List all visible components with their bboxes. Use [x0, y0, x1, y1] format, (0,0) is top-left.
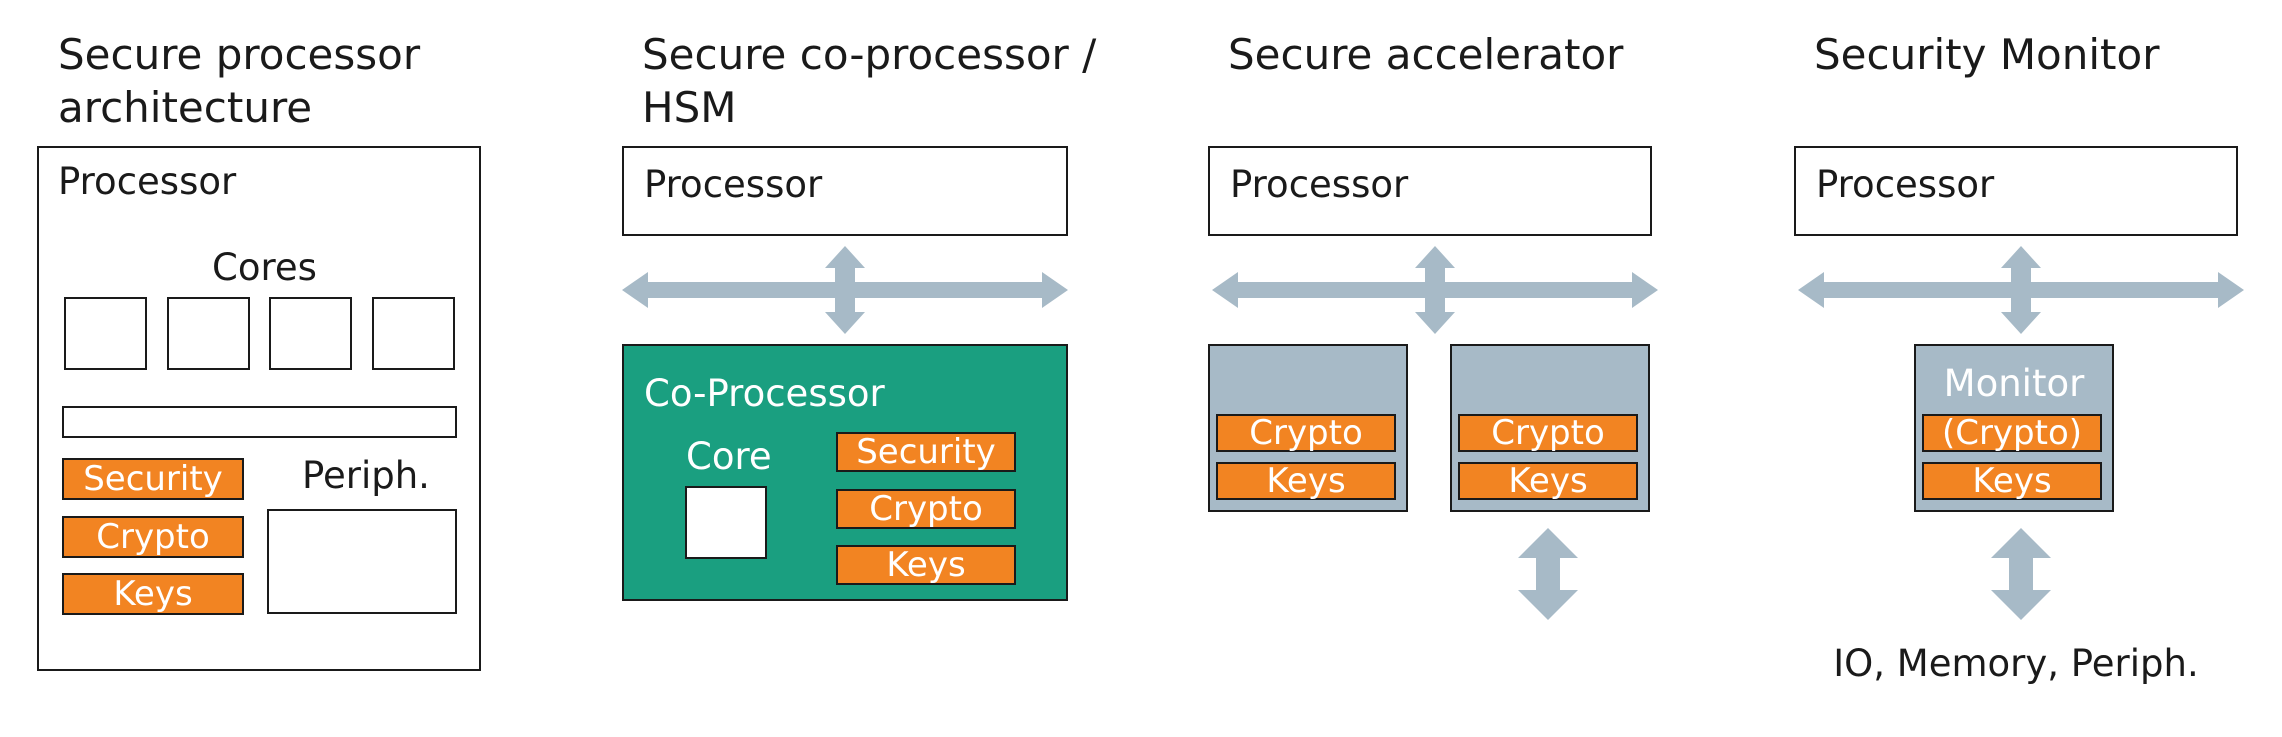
keys-module: Keys	[1458, 462, 1638, 500]
crypto-module: (Crypto)	[1922, 414, 2102, 452]
keys-label: Keys	[1972, 461, 2052, 501]
crypto-label: Crypto	[1491, 413, 1605, 453]
keys-label: Keys	[1508, 461, 1588, 501]
crypto-label: (Crypto)	[1941, 413, 2083, 453]
core-box	[372, 297, 455, 370]
internal-bus-bar	[62, 406, 457, 438]
processor-box	[1208, 146, 1652, 236]
core-box	[685, 486, 767, 559]
keys-module: Keys	[836, 545, 1016, 585]
bus-arrow-icon	[1212, 246, 1658, 620]
processor-label: Processor	[1230, 163, 1409, 206]
processor-label: Processor	[58, 160, 237, 203]
keys-label: Keys	[886, 545, 966, 585]
core-box	[64, 297, 147, 370]
crypto-label: Crypto	[96, 517, 210, 557]
crypto-label: Crypto	[1249, 413, 1363, 453]
crypto-module: Crypto	[1458, 414, 1638, 452]
processor-label: Processor	[644, 163, 823, 206]
keys-module: Keys	[62, 573, 244, 615]
heading-secure-accelerator: Secure accelerator	[1228, 30, 1624, 79]
heading-secure-coprocessor-hsm: Secure co-processor / HSM	[642, 30, 1097, 132]
heading-secure-processor-architecture: Secure processor architecture	[58, 30, 421, 132]
periph-label: Periph.	[302, 454, 430, 497]
heading-security-monitor: Security Monitor	[1814, 30, 2160, 79]
security-label: Security	[83, 459, 223, 499]
crypto-label: Crypto	[869, 489, 983, 529]
coprocessor-label: Co-Processor	[644, 372, 885, 415]
crypto-module: Crypto	[836, 489, 1016, 529]
security-label: Security	[856, 432, 996, 472]
keys-module: Keys	[1922, 462, 2102, 500]
processor-box	[622, 146, 1068, 236]
io-memory-periph-label: IO, Memory, Periph.	[1833, 642, 2199, 685]
keys-module: Keys	[1216, 462, 1396, 500]
periph-box	[267, 509, 457, 614]
core-label: Core	[686, 435, 772, 478]
processor-label: Processor	[1816, 163, 1995, 206]
cores-label: Cores	[212, 246, 317, 289]
processor-box	[1794, 146, 2238, 236]
crypto-module: Crypto	[62, 516, 244, 558]
security-module: Security	[836, 432, 1016, 472]
crypto-module: Crypto	[1216, 414, 1396, 452]
bus-arrow-icon	[1798, 246, 2244, 620]
keys-label: Keys	[113, 574, 193, 614]
core-box	[167, 297, 250, 370]
monitor-label: Monitor	[1943, 362, 2085, 405]
bus-arrow-icon	[622, 246, 1068, 334]
keys-label: Keys	[1266, 461, 1346, 501]
security-module: Security	[62, 458, 244, 500]
core-box	[269, 297, 352, 370]
